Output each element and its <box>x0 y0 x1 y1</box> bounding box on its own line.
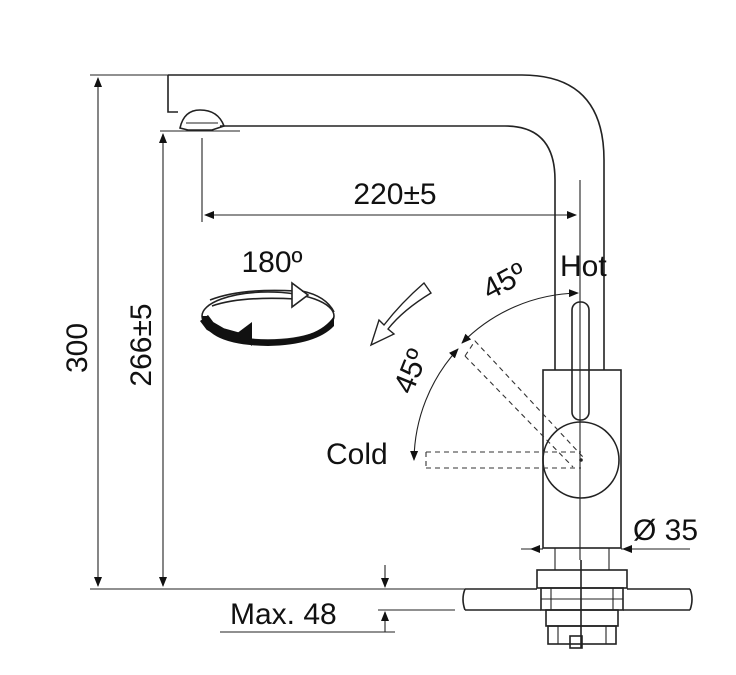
lever-alternate-positions <box>425 340 584 469</box>
faucet-body <box>536 369 628 649</box>
cold-label: Cold <box>326 438 388 471</box>
swivel-rotation-icon <box>200 281 335 346</box>
countertop <box>462 588 693 611</box>
lever-angle-arcs <box>410 289 579 461</box>
max-thickness-label: Max. 48 <box>230 598 337 631</box>
dimension-spout-reach <box>201 138 581 560</box>
hot-angle-label: 45º <box>477 257 532 307</box>
aerator <box>160 109 240 132</box>
dimension-max-thickness <box>220 565 455 633</box>
spout-height-label: 266±5 <box>125 303 158 386</box>
swing-direction-arrow <box>369 281 433 347</box>
swivel-angle-label: 180º <box>241 246 302 279</box>
cold-angle-label: 45º <box>388 345 435 399</box>
spout-reach-label: 220±5 <box>353 178 436 211</box>
hot-label: Hot <box>560 250 607 283</box>
faucet-outline <box>167 74 605 370</box>
total-height-label: 300 <box>61 323 94 373</box>
diameter-label: Ø 35 <box>633 514 698 547</box>
